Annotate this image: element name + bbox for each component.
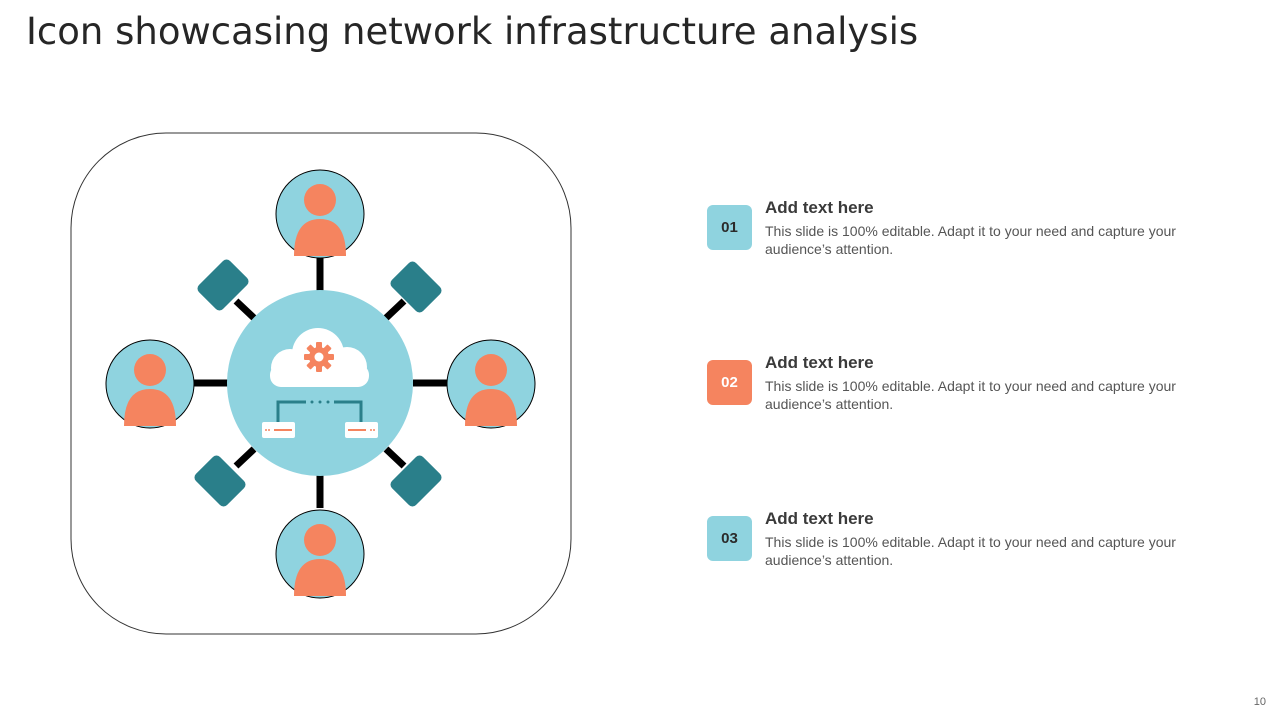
server-icon-right — [345, 422, 378, 438]
item-body: This slide is 100% editable. Adapt it to… — [765, 223, 1176, 257]
page-number: 10 — [1253, 696, 1266, 708]
item-heading: Add text here — [765, 198, 874, 217]
device-node-icon — [194, 455, 246, 507]
item-body: This slide is 100% editable. Adapt it to… — [765, 534, 1176, 568]
cloud-gear-network-icon — [227, 290, 413, 476]
user-icon-top — [275, 169, 365, 259]
server-icon-left — [262, 422, 295, 438]
user-icon-right — [446, 339, 536, 429]
device-node-icon — [390, 261, 442, 313]
connector-lines — [194, 258, 447, 508]
number-badge: 01 — [707, 205, 752, 250]
device-node-icon — [197, 259, 249, 311]
slide-title: Icon showcasing network infrastructure a… — [26, 10, 919, 53]
number-badge: 03 — [707, 516, 752, 561]
device-node-icon — [390, 455, 442, 507]
item-heading: Add text here — [765, 353, 874, 372]
gear-icon — [304, 342, 334, 372]
user-icon-bottom — [275, 509, 365, 599]
item-heading: Add text here — [765, 509, 874, 528]
item-body: This slide is 100% editable. Adapt it to… — [765, 378, 1176, 412]
number-badge: 02 — [707, 360, 752, 405]
user-icon-left — [105, 339, 195, 429]
